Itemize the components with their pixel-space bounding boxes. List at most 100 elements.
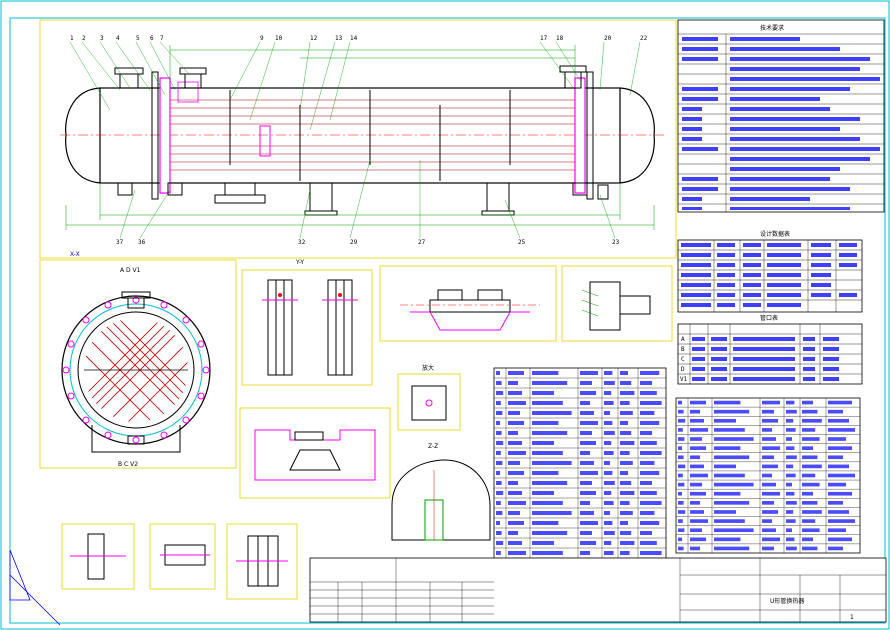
parts-cell-text — [496, 431, 502, 435]
parts-cell-text — [620, 421, 628, 425]
parts-cell-text — [532, 421, 559, 425]
parts-cell-text — [690, 501, 700, 505]
parts-cell-text — [496, 511, 503, 515]
parts-cell-text — [828, 473, 855, 478]
parts-cell-text — [580, 491, 596, 495]
drawing-title: U形管换热器 — [770, 597, 804, 605]
parts-cell-text — [620, 461, 633, 465]
nozzle-mark: B — [681, 346, 685, 353]
parts-cell-text — [508, 371, 524, 375]
callout: 32 — [298, 239, 306, 246]
parts-cell-text — [714, 473, 745, 478]
parts-cell-text — [496, 531, 502, 535]
parts-cell-text — [508, 511, 520, 515]
parts-cell-text — [532, 521, 559, 525]
parts-cell-text — [620, 411, 633, 415]
parts-cell-text — [580, 551, 590, 555]
parts-cell-text — [496, 521, 500, 525]
parts-cell-text — [580, 451, 590, 455]
parts-cell-text — [762, 464, 778, 469]
parts-cell-text — [786, 409, 797, 414]
parts-cell-text — [508, 411, 520, 415]
parts-cell-text — [640, 511, 655, 515]
parts-cell-text — [620, 521, 628, 525]
parts-cell-text — [496, 451, 501, 455]
parts-cell-text — [532, 541, 554, 545]
parts-cell-text — [620, 381, 632, 385]
callout: 36 — [138, 239, 146, 246]
nozzle-table-title: 管口表 — [760, 314, 778, 322]
parts-cell-text — [604, 501, 614, 505]
parts-cell-text — [640, 391, 657, 395]
parts-cell-text — [620, 431, 632, 435]
parts-cell-text — [802, 400, 813, 405]
parts-cell-text — [714, 519, 745, 523]
callout: 18 — [556, 35, 564, 42]
parts-cell-text — [828, 409, 843, 414]
parts-cell-text — [802, 455, 818, 460]
callout: 17 — [540, 35, 548, 42]
callout: 10 — [275, 35, 283, 42]
parts-cell-text — [580, 461, 594, 465]
parts-cell-text — [678, 437, 685, 441]
title-block: U形管换热器 1 — [309, 557, 887, 623]
parts-cell-text — [532, 411, 572, 415]
parts-cell-text — [786, 510, 794, 514]
parts-cell-text — [640, 541, 657, 545]
parts-cell-text — [678, 491, 682, 496]
parts-cell-text — [828, 528, 846, 533]
parts-cell-text — [620, 541, 635, 545]
parts-cell-text — [690, 482, 702, 487]
parts-cell-text — [786, 482, 792, 487]
parts-cell-text — [532, 441, 554, 445]
parts-cell-text — [580, 381, 592, 385]
parts-cell-text — [786, 546, 797, 551]
parts-cell-text — [580, 511, 594, 515]
parts-cell-text — [828, 446, 852, 450]
parts-cell-text — [496, 491, 504, 495]
parts-cell-text — [762, 437, 776, 441]
detail-label: 放大 — [422, 364, 434, 372]
parts-cell-text — [604, 531, 615, 535]
parts-cell-text — [508, 491, 522, 495]
parts-cell-text — [580, 521, 598, 525]
callout: 5 — [136, 35, 140, 42]
parts-cell-text — [532, 501, 563, 505]
nozzle-mark: A — [681, 336, 685, 343]
nozzle-mark: C — [681, 356, 685, 363]
detail-right — [561, 265, 673, 342]
parts-cell-text — [496, 551, 501, 555]
parts-cell-text — [828, 501, 843, 505]
nozzle-table: 管口表 A B C D V1 — [677, 314, 863, 385]
parts-cell-text — [678, 528, 685, 533]
tech-table-title: 技术要求 — [760, 24, 784, 32]
parts-cell-text — [690, 546, 700, 551]
parts-cell-text — [508, 381, 518, 385]
parts-cell-text — [620, 451, 630, 455]
parts-cell-text — [828, 400, 852, 405]
parts-cell-text — [786, 528, 792, 533]
parts-cell-text — [532, 401, 563, 405]
parts-cell-text — [604, 401, 614, 405]
parts-cell-text — [620, 501, 630, 505]
parts-cell-text — [828, 437, 846, 441]
callout: 1 — [70, 35, 74, 42]
parts-cell-text — [496, 411, 503, 415]
parts-cell-text — [714, 510, 736, 514]
parts-cell-text — [714, 464, 736, 469]
parts-cell-text — [690, 437, 702, 441]
main-view: 1 2 3 4 5 6 7 9 10 12 13 14 17 18 20 22 … — [60, 35, 665, 258]
parts-cell-text — [762, 519, 772, 523]
parts-cell-text — [828, 455, 843, 460]
parts-cell-text — [802, 501, 818, 505]
parts-cell-text — [786, 491, 795, 496]
end-view-bottom-label: B C V2 — [118, 461, 138, 468]
parts-cell-text — [604, 481, 615, 485]
callout: 13 — [335, 35, 343, 42]
parts-cell-text — [580, 541, 596, 545]
callout: 22 — [640, 35, 648, 42]
parts-cell-text — [620, 531, 632, 535]
parts-cell-text — [714, 546, 750, 551]
view-label-yy: Y-Y — [295, 259, 304, 266]
